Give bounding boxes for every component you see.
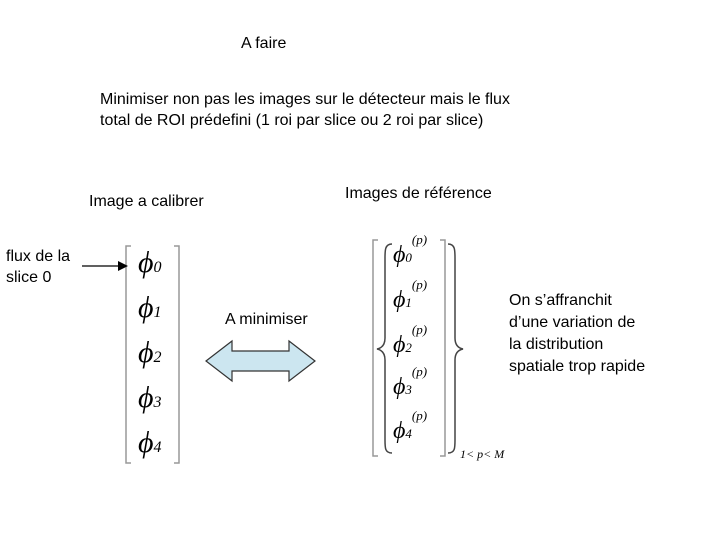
- subscript: 2: [405, 340, 412, 355]
- subscript: 0: [153, 259, 162, 276]
- subscript: 2: [153, 349, 162, 366]
- pointer-arrow-icon: [82, 261, 128, 271]
- minimize-label: A minimiser: [225, 311, 308, 328]
- index-range: 1< p< M: [460, 447, 505, 461]
- reference-right-square-bracket: [440, 239, 446, 457]
- right-vector-bracket: [174, 245, 180, 464]
- phi-symbol: ϕ: [138, 426, 154, 459]
- phi-symbol: ϕ: [393, 332, 406, 358]
- objective-line-1: Minimiser non pas les images sur le déte…: [100, 91, 510, 108]
- note-line-4: spatiale trop rapide: [509, 358, 646, 375]
- phi-symbol: ϕ: [393, 242, 406, 268]
- double-arrow-icon: [205, 339, 316, 383]
- reference-images-label: Images de référence: [345, 185, 492, 202]
- vector-entry-phi-3: ϕ3: [138, 381, 162, 415]
- superscript: (p): [411, 232, 428, 247]
- vector-entry-phi-0: ϕ0: [138, 246, 162, 280]
- phi-symbol: ϕ: [393, 287, 406, 313]
- left-vector-bracket: [125, 245, 131, 464]
- reference-entry-phi-1: ϕ1 (p): [393, 277, 427, 314]
- flux-label-line-2: slice 0: [6, 269, 52, 286]
- superscript: (p): [411, 408, 428, 423]
- phi-symbol: ϕ: [138, 381, 154, 414]
- superscript: (p): [411, 364, 428, 379]
- phi-symbol: ϕ: [393, 418, 406, 444]
- superscript: (p): [411, 277, 428, 292]
- phi-symbol: ϕ: [138, 291, 154, 324]
- reference-entry-phi-2: ϕ2 (p): [393, 322, 427, 359]
- phi-symbol: ϕ: [138, 336, 154, 369]
- vector-entry-phi-1: ϕ1: [138, 291, 162, 325]
- phi-symbol: ϕ: [138, 246, 154, 279]
- subscript: 0: [405, 250, 412, 265]
- note-line-1: On s’affranchit: [509, 292, 612, 309]
- vector-entry-phi-4: ϕ4: [138, 426, 162, 460]
- reference-entry-phi-0: ϕ0 (p): [393, 232, 427, 269]
- flux-label-line-1: flux de la: [6, 248, 71, 265]
- objective-line-2: total de ROI prédefini (1 roi par slice …: [100, 112, 484, 129]
- subscript: 1: [153, 304, 162, 321]
- reference-right-curly-brace: [447, 243, 464, 454]
- superscript: (p): [411, 322, 428, 337]
- reference-left-curly-brace: [376, 243, 393, 454]
- page-title: A faire: [241, 35, 287, 52]
- subscript: 3: [405, 382, 412, 397]
- note-line-2: d’une variation de: [509, 314, 636, 331]
- vector-entry-phi-2: ϕ2: [138, 336, 162, 370]
- subscript: 3: [153, 394, 162, 411]
- reference-entry-phi-4: ϕ4 (p): [393, 408, 427, 445]
- reference-entry-phi-3: ϕ3 (p): [393, 364, 427, 401]
- phi-symbol: ϕ: [393, 374, 406, 400]
- subscript: 4: [153, 439, 162, 456]
- image-to-calibrate-label: Image a calibrer: [89, 193, 204, 210]
- reference-left-square-bracket: [372, 239, 378, 457]
- note-line-3: la distribution: [509, 336, 604, 353]
- subscript: 4: [405, 426, 412, 441]
- subscript: 1: [405, 295, 412, 310]
